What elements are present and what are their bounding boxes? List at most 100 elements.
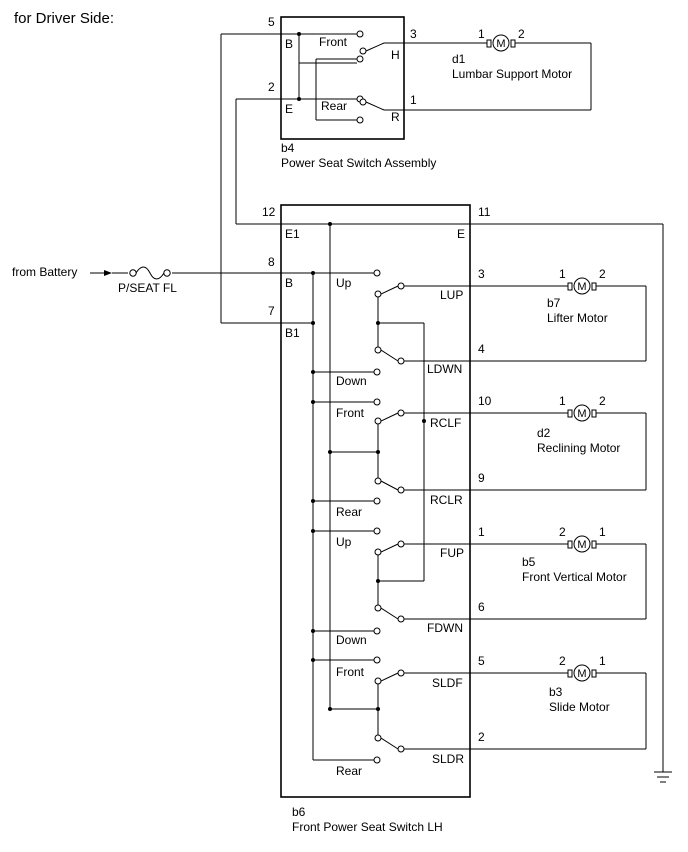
b4-name: Power Seat Switch Assembly (281, 156, 436, 170)
external-wiring (220, 34, 664, 772)
svg-text:M: M (577, 539, 586, 551)
motor-b7: M 1 2 b7 Lifter Motor (547, 267, 608, 325)
motor-icon: M (567, 535, 597, 553)
motor-name: Reclining Motor (537, 441, 620, 455)
motor-pin-right: 2 (599, 267, 606, 281)
motor-icon: M (486, 34, 516, 52)
motor-icon: M (567, 664, 597, 682)
b6-switch-box (280, 204, 471, 798)
b6-label-up-2: Up (336, 535, 352, 549)
b6-term-e: E (457, 227, 465, 241)
b4-term-e: E (285, 102, 293, 116)
b6-pin-11: 11 (478, 205, 491, 219)
b6-term-lup: LUP (440, 288, 463, 302)
battery-source-label: from Battery (12, 265, 77, 279)
motor-icon: M (567, 277, 597, 295)
b6-label-rear-2: Rear (336, 764, 362, 778)
b4-junction-e (297, 97, 301, 101)
b4-term-b: B (285, 37, 293, 51)
b6-term-sldr: SLDR (432, 752, 464, 766)
b4-junction-b (297, 32, 301, 36)
b6-label-down-2: Down (336, 633, 367, 647)
battery-feed (90, 270, 281, 276)
motor-id: b7 (547, 296, 561, 310)
b6-pin-9: 9 (478, 471, 485, 485)
ground-symbol-icon (654, 771, 672, 783)
b6-term-e1: E1 (285, 227, 300, 241)
b6-pin-1: 1 (478, 525, 485, 539)
b4-label-front: Front (319, 35, 348, 49)
b6-term-fup: FUP (440, 546, 464, 560)
b6-term-ldwn: LDWN (427, 362, 462, 376)
motor-b5: M 2 1 b5 Front Vertical Motor (522, 525, 627, 584)
b6-pin-10: 10 (478, 394, 492, 408)
b6-pin-2: 2 (478, 730, 485, 744)
motor-pin-right: 1 (599, 654, 606, 668)
motor-pin-right: 2 (599, 394, 606, 408)
motor-id: b3 (549, 685, 563, 699)
motor-name: Lumbar Support Motor (452, 67, 572, 81)
b4-pin-3: 3 (410, 27, 417, 41)
motor-icon: M (567, 404, 597, 422)
svg-text:M: M (577, 281, 586, 293)
svg-text:M: M (577, 408, 586, 420)
b4-contact-h-low (356, 55, 364, 63)
b6-term-fdwn: FDWN (427, 621, 463, 635)
b6-contacts (373, 269, 405, 764)
b4-pin-5: 5 (268, 15, 275, 29)
b4-contact-r-low (356, 116, 364, 124)
motor-d1: M 1 2 d1 Lumbar Support Motor (452, 27, 572, 81)
b6-term-sldf: SLDF (432, 676, 463, 690)
motor-b3: M 2 1 b3 Slide Motor (549, 654, 610, 714)
b6-junctions (311, 222, 426, 711)
svg-text:M: M (577, 668, 586, 680)
motor-id: d2 (537, 426, 551, 440)
b6-label-down-1: Down (336, 374, 367, 388)
motor-name: Lifter Motor (547, 311, 608, 325)
motor-id: d1 (452, 52, 466, 66)
b6-term-rclf: RCLF (430, 416, 461, 430)
b4-label-rear: Rear (321, 99, 347, 113)
b4-contact-front (356, 30, 364, 38)
motor-id: b5 (522, 555, 536, 569)
motor-pin-right: 1 (599, 525, 606, 539)
b6-name: Front Power Seat Switch LH (292, 820, 443, 834)
b6-pin-5: 5 (478, 654, 485, 668)
b6-pin-8: 8 (268, 255, 275, 269)
b4-pivot-r (359, 98, 367, 106)
b4-pin-1: 1 (410, 93, 417, 107)
page-title: for Driver Side: (14, 10, 114, 27)
b6-label-rear-1: Rear (336, 505, 362, 519)
b6-term-b1: B1 (285, 326, 300, 340)
motor-d2: M 1 2 d2 Reclining Motor (537, 394, 620, 455)
motor-pin-left: 2 (559, 525, 566, 539)
b6-term-rclr: RCLR (430, 493, 463, 507)
b6-label-front-2: Front (336, 665, 365, 679)
b6-id: b6 (292, 805, 306, 819)
b4-pin-2: 2 (268, 80, 275, 94)
motor-name: Slide Motor (549, 700, 610, 714)
fuse-icon (129, 266, 171, 280)
b6-pin-12: 12 (262, 205, 276, 219)
motor-name: Front Vertical Motor (522, 570, 627, 584)
b6-label-up-1: Up (336, 276, 352, 290)
b6-pin-3: 3 (478, 267, 485, 281)
b4-internal-wiring (221, 33, 404, 121)
motor-pin-left: 2 (559, 654, 566, 668)
b6-pin-6: 6 (478, 600, 485, 614)
b4-term-r: R (391, 110, 400, 124)
b6-pin-4: 4 (478, 342, 485, 356)
b4-pivot-h (359, 47, 367, 55)
motor-pin-left: 1 (559, 394, 566, 408)
b4-switch-box (280, 16, 405, 140)
motor-pin-left: 1 (478, 27, 485, 41)
b6-internal-wiring (281, 223, 470, 761)
motor-pin-right: 2 (518, 27, 525, 41)
svg-text:M: M (496, 38, 505, 50)
fuse-label: P/SEAT FL (118, 281, 177, 295)
b6-pin-7: 7 (268, 304, 275, 318)
b4-term-h: H (391, 48, 400, 62)
motor-pin-left: 1 (559, 267, 566, 281)
b6-term-b: B (285, 276, 293, 290)
